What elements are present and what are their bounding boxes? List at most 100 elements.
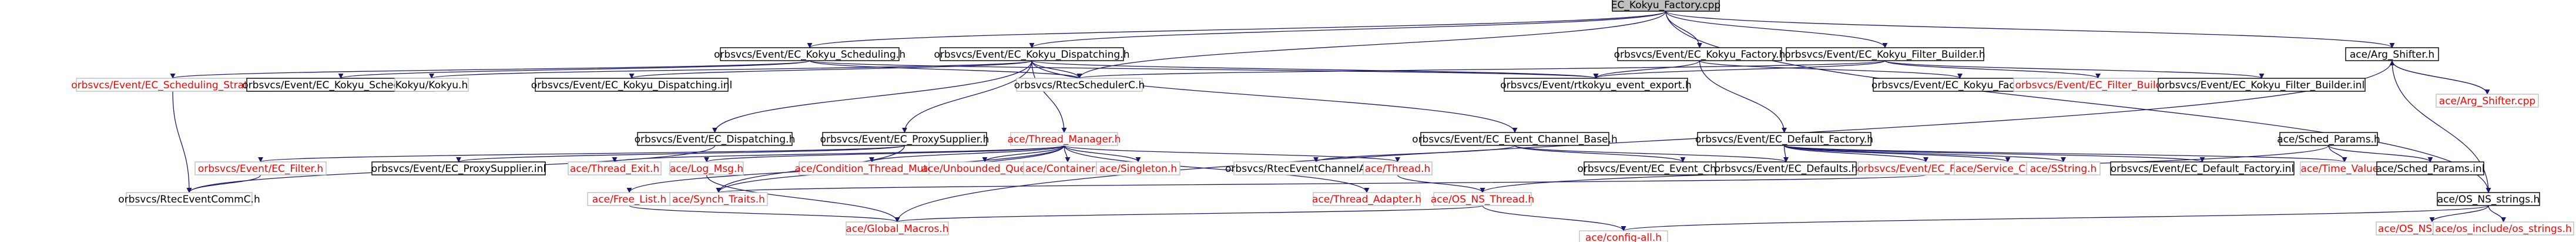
node-time-value-h[interactable]: ace/Time_Value.h — [2300, 161, 2389, 175]
node-sched-strat-h[interactable]: orbsvcs/Event/EC_Scheduling_Strategy.h — [71, 78, 274, 92]
node-cond-mutex-h[interactable]: ace/Condition_Thread_Mutex.h — [794, 161, 949, 175]
edge-root-to-kokyu_disp_h — [1029, 11, 1666, 48]
node-label: EC_Kokyu_Factory.cpp — [1611, 0, 1720, 11]
edge-kokyu_filt_bld_h-to-event_export_h — [1593, 60, 1886, 79]
node-box — [1579, 230, 1668, 242]
node-thread-h[interactable]: ace/Thread.h — [1363, 161, 1433, 175]
edge-thread_manager_h-to-thread_adapter_h — [1064, 145, 1370, 193]
node-box — [1504, 78, 1688, 92]
node-sstring-h[interactable]: ace/SString.h — [2026, 161, 2101, 175]
node-box — [2345, 47, 2439, 61]
node-os-include-strings-h[interactable]: ace/os_include/os_strings.h — [2433, 221, 2574, 236]
node-free-list-h[interactable]: ace/Free_List.h — [587, 192, 672, 206]
node-box — [2279, 132, 2378, 146]
node-kokyu-h: Kokyu/Kokyu.h — [394, 78, 469, 92]
edge-kokyu_filt_bld_h-to-filter_builder_h — [1884, 60, 2101, 79]
node-label: orbsvcs/Event/EC_Kokyu_Filter_Builder.in… — [2159, 79, 2365, 91]
node-sched-params-h[interactable]: ace/Sched_Params.h — [2277, 132, 2380, 146]
node-label: ace/os_include/os_strings.h — [2435, 223, 2572, 235]
edge-os_ns_strings_h-to-os_ns_strings_inl — [2429, 205, 2489, 223]
node-label: ace/Sched_Params.h — [2277, 134, 2380, 145]
edge-arg_shifter_h-to-global_macros_h — [894, 60, 2393, 223]
node-box — [1433, 192, 1532, 206]
node-label: ace/SString.h — [2030, 163, 2097, 175]
node-rtec-admin-h: orbsvcs/RtecEventChannelAdminS.h — [1225, 161, 1407, 175]
node-default-factory-inl[interactable]: orbsvcs/Event/EC_Default_Factory.inl — [2110, 161, 2295, 175]
node-box — [535, 78, 729, 92]
node-label: ace/Thread_Manager.h — [1007, 134, 1121, 145]
node-log-msg-h[interactable]: ace/Log_Msg.h — [669, 161, 744, 175]
node-kokyu-disp-h[interactable]: orbsvcs/Event/EC_Kokyu_Dispatching.h — [934, 47, 1130, 61]
node-label: orbsvcs/RtecEventChannelAdminS.h — [1225, 163, 1407, 175]
edge-default_factory_h-to-sstring_h — [1783, 145, 2066, 163]
node-proxysupplier-h[interactable]: orbsvcs/Event/EC_ProxySupplier.h — [820, 132, 990, 146]
edge-os_ns_strings_h-to-os_include_strings_h — [2488, 205, 2507, 223]
node-thread-adapter-h[interactable]: ace/Thread_Adapter.h — [1312, 192, 1421, 206]
node-thread-manager-h[interactable]: ace/Thread_Manager.h — [1007, 132, 1121, 146]
node-synch-traits-h[interactable]: ace/Synch_Traits.h — [669, 192, 768, 206]
node-filter-builder-h[interactable]: orbsvcs/Event/EC_Filter_Builder.h — [2013, 78, 2183, 92]
edge-kokyu_disp_h-to-event_export_h — [1031, 60, 1599, 79]
edge-thread_manager_h-to-singleton_h — [1064, 145, 1141, 163]
node-kokyu-sched-inl[interactable]: orbsvcs/Event/EC_Kokyu_Scheduling.inl — [242, 78, 440, 92]
edge-ec_base_h-to-rtec_admin_h — [1313, 145, 1515, 163]
node-sched-params-inl[interactable]: ace/Sched_Params.inl — [2376, 161, 2485, 175]
edge-proxysupplier_h-to-proxysupplier_inl — [456, 145, 905, 163]
node-box — [1617, 47, 1782, 61]
node-kokyu-filt-bld-h[interactable]: orbsvcs/Event/EC_Kokyu_Filter_Builder.h — [1785, 47, 1985, 61]
node-box — [1420, 132, 1609, 146]
node-label: Kokyu/Kokyu.h — [395, 79, 468, 91]
node-singleton-h[interactable]: ace/Singleton.h — [1096, 161, 1180, 175]
node-kokyu-fact-inl[interactable]: orbsvcs/Event/EC_Kokyu_Factory.inl — [1871, 78, 2048, 92]
node-label: orbsvcs/Event/EC_Filter_Builder.h — [2015, 79, 2181, 91]
node-arg-shifter-h[interactable]: ace/Arg_Shifter.h — [2345, 47, 2439, 61]
node-thread-exit-h[interactable]: ace/Thread_Exit.h — [568, 161, 662, 175]
node-os-ns-strings-h[interactable]: ace/OS_NS_strings.h — [2437, 192, 2540, 206]
node-box — [1697, 132, 1871, 146]
node-os-ns-thread-h[interactable]: ace/OS_NS_Thread.h — [1431, 192, 1534, 206]
edge-kokyu_disp_h-to-kokyu_h — [429, 60, 1032, 79]
node-box — [1363, 161, 1433, 175]
node-unbounded-queue-h[interactable]: ace/Unbounded_Queue.h — [922, 161, 1048, 175]
node-box — [940, 47, 1124, 61]
node-kokyu-fact-h[interactable]: orbsvcs/Event/EC_Kokyu_Factory.h — [1614, 47, 1786, 61]
node-event-export-h[interactable]: orbsvcs/Event/rtkokyu_event_export.h — [1500, 78, 1692, 92]
node-dispatching-h[interactable]: orbsvcs/Event/EC_Dispatching.h — [635, 132, 796, 146]
node-containers-h[interactable]: ace/Containers.h — [1023, 161, 1112, 175]
node-arg-shifter-cpp[interactable]: ace/Arg_Shifter.cpp — [2436, 94, 2539, 108]
edge-kokyu_sched_h-to-rtsched_h — [809, 60, 1082, 79]
node-box — [1010, 132, 1118, 146]
node-ec-defaults-h[interactable]: orbsvcs/Event/EC_Defaults.h — [1715, 161, 1858, 175]
node-default-factory-h[interactable]: orbsvcs/Event/EC_Default_Factory.h — [1695, 132, 1873, 146]
node-config-all-h[interactable]: ace/config-all.h — [1579, 230, 1668, 242]
node-kokyu-disp-inl[interactable]: orbsvcs/Event/EC_Kokyu_Dispatching.inl — [531, 78, 732, 92]
edge-os_ns_strings_h-to-config_all_h — [1621, 205, 2489, 231]
node-label: orbsvcs/Event/EC_Kokyu_Filter_Builder.h — [1785, 49, 1985, 61]
node-root[interactable]: EC_Kokyu_Factory.cpp — [1611, 0, 1720, 12]
edge-thread_manager_h-to-log_msg_h — [704, 145, 1065, 163]
edge-thread_h-to-os_ns_thread_h — [1397, 174, 1485, 193]
edge-kokyu_disp_h-to-ec_base_h — [1031, 60, 1518, 133]
edge-default_factory_h-to-ec_defaults_h — [1783, 145, 1789, 163]
node-global-macros-h[interactable]: ace/Global_Macros.h — [846, 221, 949, 236]
node-box — [1786, 47, 1984, 61]
edge-kokyu_sched_h-to-event_export_h — [809, 60, 1598, 79]
node-box — [371, 161, 546, 175]
node-label: orbsvcs/Event/EC_Kokyu_Scheduling.h — [714, 49, 905, 61]
node-box — [669, 161, 744, 175]
node-rtsched-h: orbsvcs/RtecSchedulerC.h — [1014, 78, 1145, 92]
node-kokyu-sched-h[interactable]: orbsvcs/Event/EC_Kokyu_Scheduling.h — [714, 47, 905, 61]
node-ec-base-h[interactable]: orbsvcs/Event/EC_Event_Channel_Base.h — [1412, 132, 1618, 146]
edge-root-to-arg_shifter_h — [1665, 11, 2395, 48]
node-proxysupplier-inl[interactable]: orbsvcs/Event/EC_ProxySupplier.inl — [371, 161, 546, 175]
dependency-nodes: EC_Kokyu_Factory.cpp orbsvcs/Event/EC_Kok… — [71, 0, 2574, 242]
node-label: orbsvcs/Event/EC_ProxySupplier.inl — [371, 163, 546, 175]
node-filter-h[interactable]: orbsvcs/Event/EC_Filter.h — [194, 161, 327, 175]
node-label: ace/Synch_Traits.h — [672, 194, 765, 205]
node-box — [1715, 161, 1857, 175]
node-box — [637, 132, 793, 146]
node-box — [1096, 161, 1180, 175]
node-kokyu-filt-bld-inl[interactable]: orbsvcs/Event/EC_Kokyu_Filter_Builder.in… — [2158, 78, 2366, 92]
edge-ec_base_h-to-ec_defaults_h — [1514, 145, 1789, 163]
